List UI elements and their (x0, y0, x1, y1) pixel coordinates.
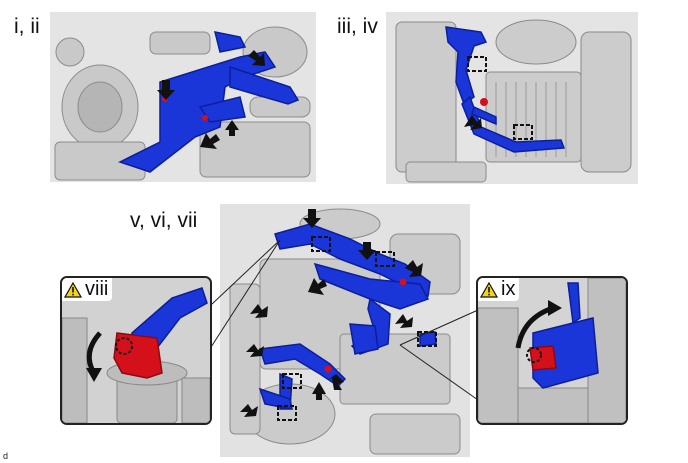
panel-3-label: v, vi, vii (130, 209, 198, 232)
panel-v-vi-vii (220, 204, 470, 457)
panel-iii-iv (386, 12, 638, 184)
panel-1-label: i, ii (14, 15, 40, 38)
engine-illustration-3 (220, 204, 470, 457)
engine-illustration-1 (50, 12, 316, 182)
panel-i-ii (50, 12, 316, 182)
arrow-icon-group-1 (157, 50, 265, 149)
figure-code: d (3, 451, 9, 461)
lock-marker-icon (115, 337, 133, 355)
inset-viii-illustration (62, 278, 210, 423)
inset-ix: ix (476, 276, 628, 425)
inset-ix-illustration (478, 278, 626, 423)
panel-2-label: iii, iv (337, 15, 378, 38)
lock-marker-icon-2 (526, 347, 542, 363)
inset-viii: viii (60, 276, 212, 425)
engine-illustration-2 (386, 12, 638, 184)
warning-triangle-icon (64, 281, 82, 298)
inset-viii-label: viii (62, 278, 113, 301)
warning-triangle-icon-2 (480, 281, 498, 298)
inset-ix-label: ix (478, 278, 520, 301)
arrow-icon-2 (464, 115, 482, 130)
